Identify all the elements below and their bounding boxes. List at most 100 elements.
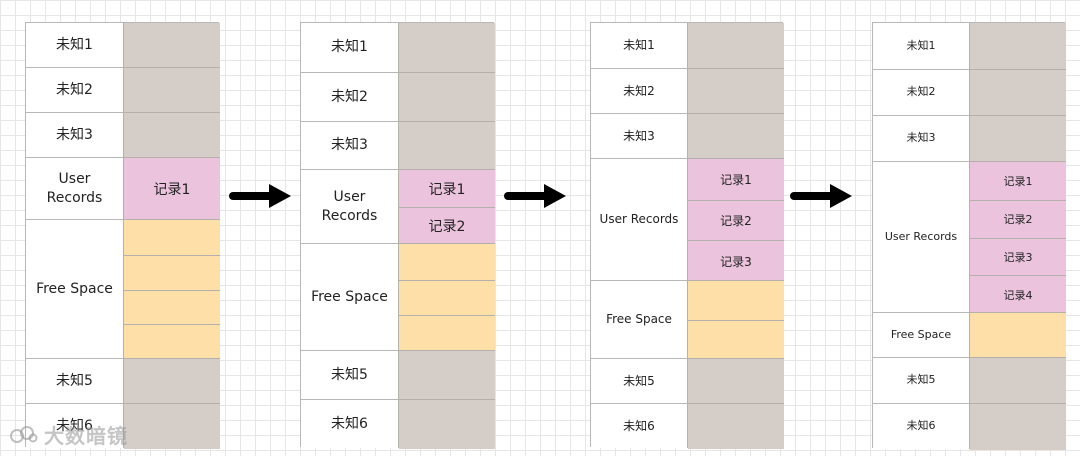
unknown-slot [970,116,1066,162]
free-slot [124,254,220,290]
unknown-slot [124,68,220,113]
free-slot [970,313,1066,358]
record-slot: 记录1 [970,162,1066,200]
unknown-slot [688,69,784,114]
row-label: 未知6 [26,403,123,448]
unknown-slot [970,358,1066,404]
row-label: User Records [591,158,687,280]
record-slot: 记录4 [970,275,1066,313]
unknown-slot [970,23,1066,69]
free-slot [124,220,220,255]
row-label: 未知5 [591,358,687,403]
row-label: 未知5 [301,350,398,399]
row-label: Free Space [301,243,398,350]
row-label: 未知2 [873,69,969,115]
unknown-block [969,357,1066,404]
row-label: 未知5 [873,357,969,403]
row-label: 未知6 [591,403,687,448]
unknown-block [969,403,1066,450]
free-slot [124,324,220,359]
record-block: 记录1 [123,157,220,220]
watermark: 大数暗镜 [8,420,128,449]
unknown-slot [399,23,495,72]
row-label: 未知3 [301,121,398,169]
right-arrow-icon [229,183,293,213]
row-label: User Records [873,161,969,312]
row-label: User Records [26,157,123,219]
unknown-slot [399,73,495,122]
row-label: 未知3 [591,113,687,158]
unknown-block [969,23,1066,69]
row-label: 未知2 [591,68,687,113]
unknown-block [398,23,495,72]
unknown-block [123,112,220,158]
unknown-block [687,113,784,159]
record-slot: 记录3 [688,240,784,281]
unknown-slot [688,114,784,159]
record-slot: 记录3 [970,237,1066,276]
unknown-slot [124,23,220,67]
free-slot [124,289,220,325]
row-label: 未知1 [26,23,123,67]
row-label: 未知1 [591,23,687,68]
unknown-block [398,72,495,122]
watermark-text: 大数暗镜 [44,424,128,448]
unknown-slot [124,404,220,449]
row-label: Free Space [26,219,123,358]
unknown-slot [399,122,495,170]
row-label: User Records [301,169,398,243]
row-label: Free Space [591,280,687,358]
unknown-slot [124,359,220,404]
unknown-slot [124,113,220,158]
record-slot: 记录1 [688,159,784,200]
unknown-slot [399,351,495,400]
unknown-slot [688,23,784,68]
unknown-block [687,403,784,449]
row-label: 未知3 [873,115,969,161]
free-slot [399,244,495,280]
free-slot [399,279,495,316]
right-arrow-icon [790,183,854,213]
unknown-block [398,121,495,170]
unknown-slot [688,404,784,449]
record-slot: 记录2 [970,199,1066,238]
unknown-block [398,350,495,400]
unknown-slot [970,404,1066,450]
unknown-block [123,358,220,404]
unknown-block [687,23,784,68]
free-block [123,219,220,359]
free-slot [688,320,784,359]
row-label: 未知3 [26,112,123,157]
record-slot: 记录1 [124,158,220,220]
free-block [969,312,1066,358]
row-label: 未知6 [873,403,969,449]
record-slot: 记录1 [399,170,495,207]
unknown-block [398,399,495,449]
free-slot [688,281,784,320]
unknown-block [123,67,220,113]
free-block [398,243,495,351]
unknown-block [123,403,220,449]
unknown-block [123,23,220,67]
row-label: 未知2 [26,67,123,112]
row-label: 未知5 [26,358,123,403]
row-label: Free Space [873,312,969,357]
record-slot: 记录2 [399,207,495,244]
unknown-block [687,358,784,404]
unknown-slot [970,70,1066,116]
unknown-block [687,68,784,114]
row-label: 未知1 [301,23,398,72]
unknown-block [969,69,1066,116]
unknown-slot [399,400,495,449]
free-block [687,280,784,359]
unknown-slot [688,359,784,404]
cloud-logo-icon [10,425,38,443]
free-slot [399,315,495,351]
